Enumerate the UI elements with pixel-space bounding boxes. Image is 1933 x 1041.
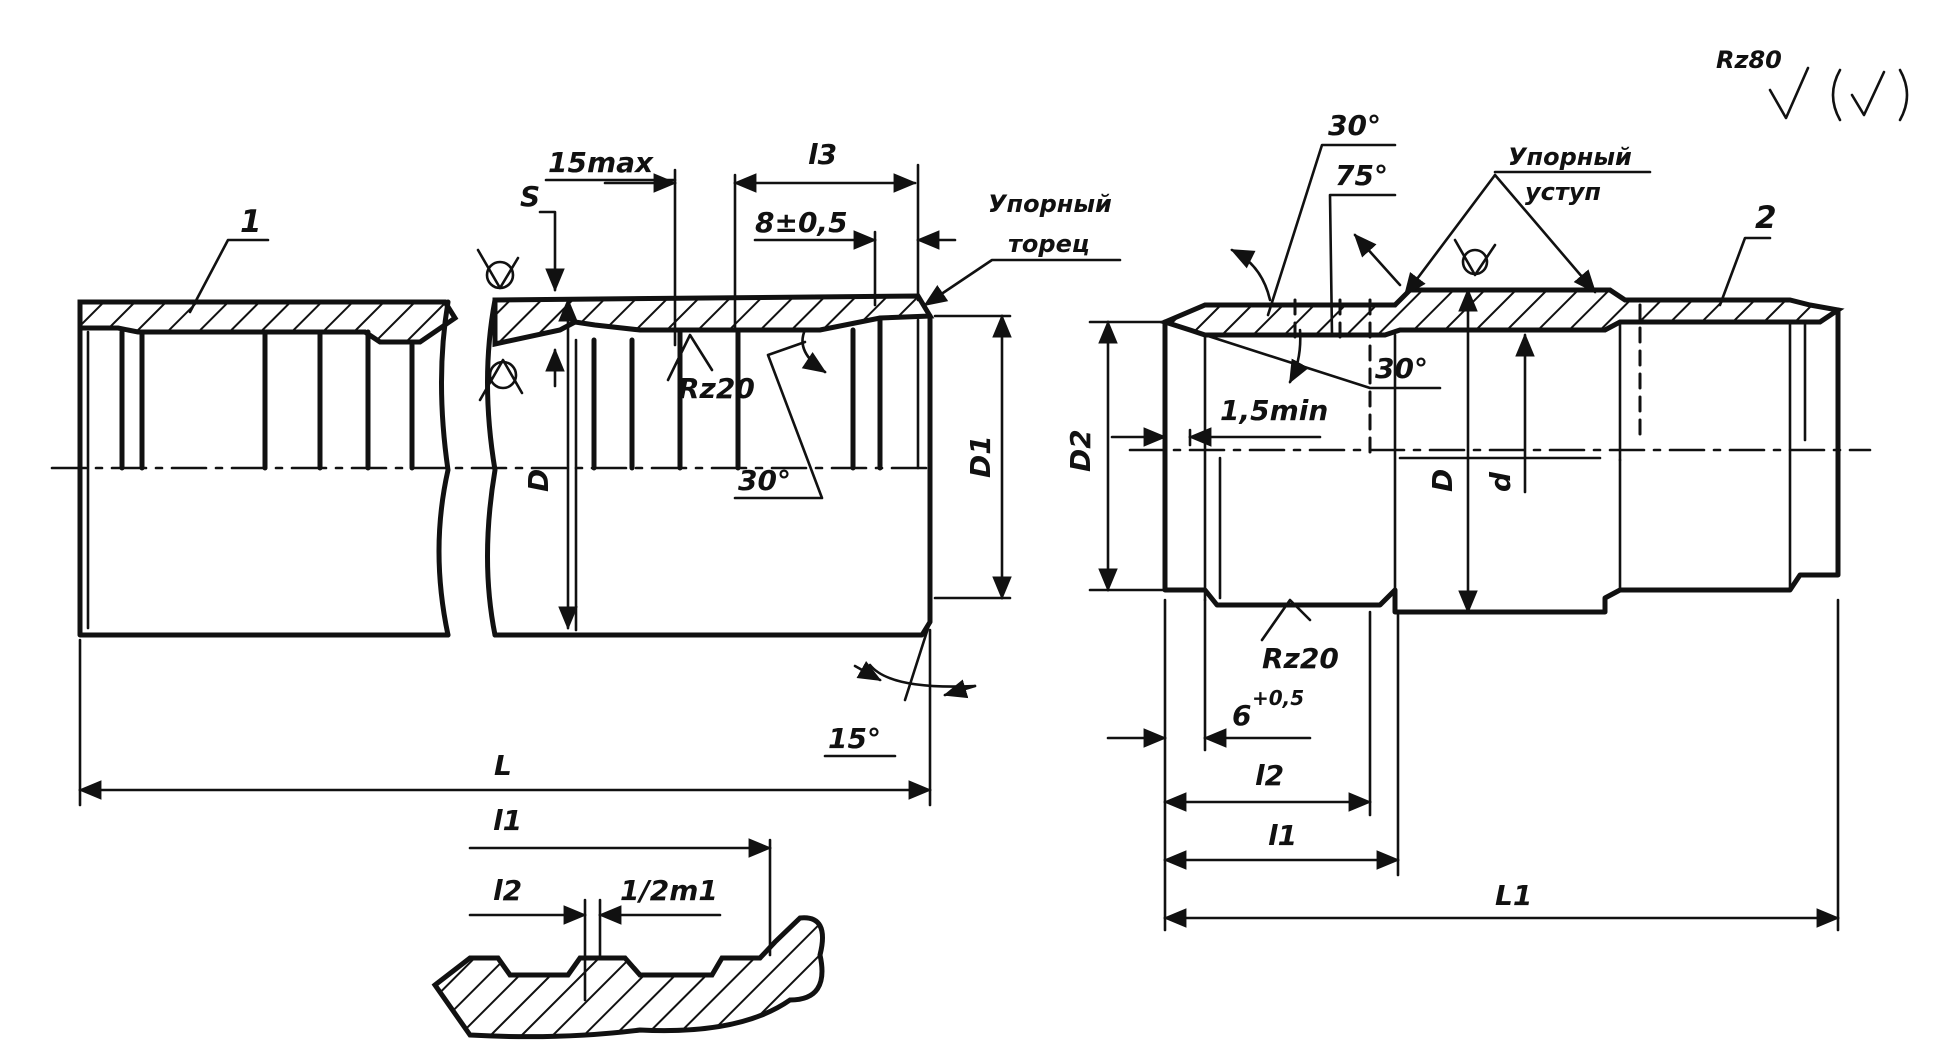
part2-l1: l1 — [1268, 819, 1297, 852]
part2-view: 2 30° 75° Упорный уступ 30° 1,5min D2 — [1064, 109, 1872, 932]
part1-a30: 30° — [738, 464, 791, 497]
part2-shoulder-leader1 — [1403, 173, 1497, 297]
part1-wall-left — [77, 299, 459, 345]
thread-detail: l1 l2 1/2m1 — [431, 804, 825, 1040]
part2-rz20: Rz20 — [1262, 642, 1339, 675]
part2-d: D — [1426, 469, 1459, 492]
part2-dsmall: d — [1484, 471, 1517, 492]
roughness-check-small-icon — [1850, 70, 1886, 117]
part1-s: S — [520, 180, 540, 213]
part2-L1: L1 — [1495, 879, 1532, 912]
part2-id-leader — [1718, 236, 1772, 307]
part2-wall — [1157, 287, 1845, 338]
part1-a15: 15° — [828, 722, 881, 755]
roughness-check-icon — [1768, 66, 1810, 120]
part2-15min: 1,5min — [1220, 394, 1328, 427]
paren-open-icon — [1831, 68, 1842, 122]
part1-id: 1 — [240, 204, 262, 240]
roughness-rz80: Rz80 — [1716, 46, 1782, 74]
thread-detail-section — [431, 915, 825, 1040]
part1-a15-line — [903, 620, 932, 702]
part2-a75-arrow — [1353, 233, 1402, 287]
part2-a30-top-arc — [1230, 248, 1272, 302]
part2-a30-mid-leader — [1203, 333, 1442, 390]
part2-shoulder-line2: уступ — [1525, 178, 1601, 206]
part1-stop-face-leader — [923, 258, 1122, 307]
part1-a15-arc — [868, 663, 977, 688]
part1-right-outline — [492, 313, 933, 638]
part1-break-right — [485, 297, 498, 638]
part2-a75-leader — [1328, 193, 1397, 337]
part1-d: D — [522, 469, 555, 492]
detail-l1: l1 — [493, 804, 522, 837]
part2-a30-top: 30° — [1328, 109, 1381, 142]
part2-l2: l2 — [1255, 759, 1284, 792]
paren-close-icon — [1898, 68, 1909, 122]
part1-tol8: 8±0,5 — [755, 206, 848, 239]
part2-id: 2 — [1755, 200, 1777, 236]
part2-shoulder-leader2 — [1493, 173, 1597, 294]
part2-a30-mid: 30° — [1375, 352, 1428, 385]
part1-stop-face-line2: торец — [1008, 230, 1090, 258]
part1-a30-leader — [733, 340, 824, 500]
part1-l3: l3 — [808, 138, 837, 171]
part2-six: 6 — [1232, 699, 1251, 732]
roughness-symbol: Rz80 — [1716, 46, 1909, 122]
part2-six-tol: +0,5 — [1252, 686, 1304, 710]
part2-a30-mid-arc — [1288, 328, 1309, 384]
detail-half-m1: 1/2m1 — [620, 874, 718, 907]
part1-stop-face-line1: Упорный — [988, 190, 1112, 218]
part2-outline — [1162, 307, 1841, 615]
part1-d1: D1 — [964, 435, 997, 478]
part1-break-left — [436, 299, 451, 638]
part1-roughness-icon1 — [476, 248, 520, 290]
part1-l: L — [494, 749, 512, 782]
part2-d2: D2 — [1064, 429, 1097, 472]
part2-a30-top-leader — [1266, 143, 1397, 317]
part1-a15-arrow1 — [853, 661, 882, 682]
part1-15max: 15max — [548, 146, 654, 179]
part1-s-leader — [538, 210, 565, 292]
part1-a15-arrow2 — [943, 679, 977, 699]
part1-id-leader — [188, 238, 270, 314]
part1-rz20: Rz20 — [678, 372, 755, 405]
part2-a75: 75° — [1335, 159, 1388, 192]
part1-wall-right — [492, 293, 935, 348]
part1-view: 1 S 15max l3 8±0,5 Упорный торец Rz20 — [50, 138, 1122, 807]
part1-rz20-icon — [666, 333, 714, 382]
part2-shoulder-line1: Упорный — [1508, 143, 1632, 171]
part2-roughness-icon — [1453, 238, 1497, 277]
part1-a30-arc — [801, 328, 827, 374]
part1-roughness-icon2 — [478, 358, 524, 402]
part1-left-outline — [77, 299, 451, 638]
detail-l2: l2 — [493, 874, 522, 907]
part2-rz20-icon — [1260, 598, 1312, 642]
